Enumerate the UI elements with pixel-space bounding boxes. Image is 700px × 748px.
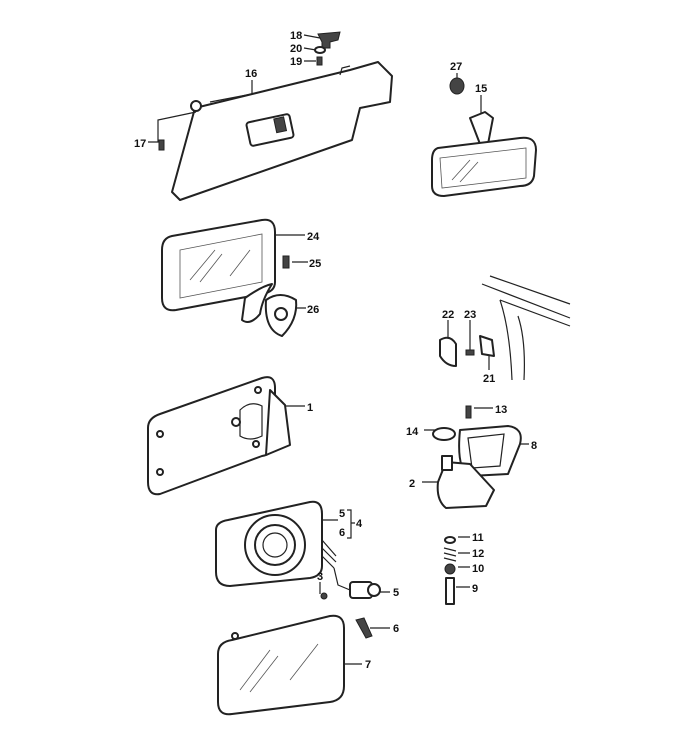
callout-14: 14 [406,426,419,438]
exterior-mirror-1 [147,376,291,496]
callout-4: 4 [356,518,363,530]
mirror-housing-4 [215,500,381,639]
callout-23: 23 [464,309,476,321]
exterior-mirror-24 [161,218,298,337]
callout-8: 8 [531,440,537,452]
mirror-glass-7 [217,614,345,716]
door-frame [439,275,571,381]
callout-2: 2 [409,478,415,490]
sun-visor [171,61,393,201]
callout-7: 7 [365,659,371,671]
callout-16: 16 [245,68,257,80]
callouts: 18 20 19 16 17 27 15 24 25 26 22 23 21 1… [134,30,537,671]
callout-27: 27 [450,61,462,73]
callout-17: 17 [134,138,146,150]
callout-6-upper: 6 [339,527,345,539]
callout-5-upper: 5 [339,508,345,520]
callout-24: 24 [307,231,320,243]
callout-22: 22 [442,309,454,321]
rear-view-mirror [431,77,537,197]
callout-20: 20 [290,43,302,55]
visor-clip [314,31,341,66]
callout-21: 21 [483,373,495,385]
callout-10: 10 [472,563,484,575]
callout-18: 18 [290,30,302,42]
callout-19: 19 [290,56,302,68]
callout-15: 15 [475,83,487,95]
callout-26: 26 [307,304,319,316]
callout-25: 25 [309,258,321,270]
callout-1: 1 [307,402,313,414]
callout-3: 3 [317,571,323,583]
callout-9: 9 [472,583,478,595]
callout-13: 13 [495,404,507,416]
screw-17 [158,139,165,151]
callout-12: 12 [472,548,484,560]
leader-lines [148,34,529,665]
mirror-base [432,405,522,605]
callout-11: 11 [472,532,484,544]
callout-6-lower: 6 [393,623,399,635]
callout-5-lower: 5 [393,587,399,599]
